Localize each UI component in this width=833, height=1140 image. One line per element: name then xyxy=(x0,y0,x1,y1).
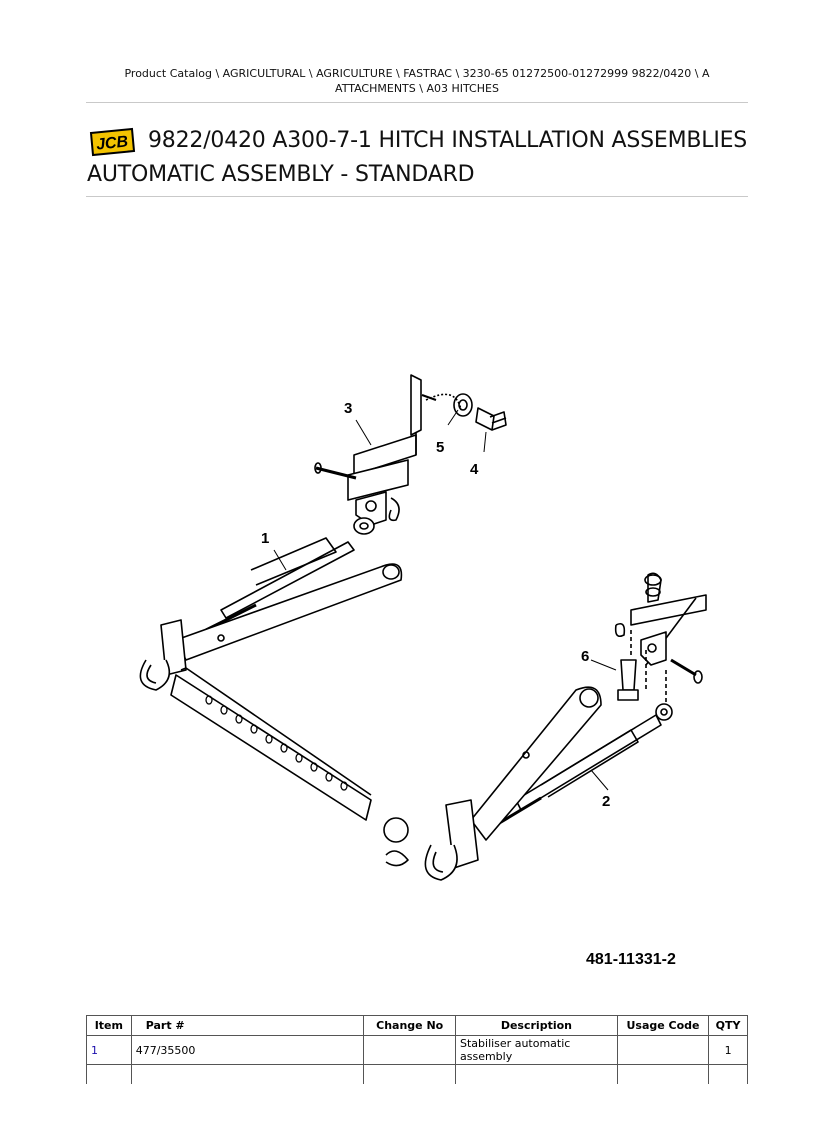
bolt-part-6 xyxy=(617,659,639,701)
parts-diagram: 1 2 3 4 5 6 xyxy=(86,220,748,1000)
right-bracket-part xyxy=(614,572,707,705)
col-part: Part # xyxy=(130,1015,365,1036)
table-row: 1 477/35500 Stabiliser automatic assembl… xyxy=(86,1035,748,1065)
svg-text:JCB: JCB xyxy=(95,133,129,153)
row-usage xyxy=(616,1035,710,1065)
page-subtitle: AUTOMATIC ASSEMBLY - STANDARD xyxy=(87,162,475,187)
table-row-empty xyxy=(86,1064,748,1084)
callout-3: 3 xyxy=(344,400,352,417)
callout-2: 2 xyxy=(602,793,610,810)
page-title: 9822/0420 A300-7-1 HITCH INSTALLATION AS… xyxy=(148,128,748,153)
callout-6: 6 xyxy=(581,648,589,665)
empty-cell xyxy=(708,1064,748,1084)
callout-1: 1 xyxy=(261,530,269,547)
breadcrumb-line-2: ATTACHMENTS \ A03 HITCHES xyxy=(335,82,499,95)
callout-5: 5 xyxy=(436,439,444,456)
diagram-reference: 481-11331-2 xyxy=(586,951,676,968)
header-divider xyxy=(86,102,748,103)
empty-cell xyxy=(86,1064,132,1084)
row-item-link[interactable]: 1 xyxy=(86,1035,132,1065)
col-description: Description xyxy=(455,1015,618,1036)
row-part: 477/35500 xyxy=(130,1035,365,1065)
col-usage: Usage Code xyxy=(616,1015,710,1036)
left-drawbar-part xyxy=(170,667,409,867)
right-stabiliser-part xyxy=(495,703,673,827)
table-header-row: Item Part # Change No Description Usage … xyxy=(86,1015,748,1036)
left-lower-link-part xyxy=(139,563,403,691)
bolt-part-4 xyxy=(475,407,507,431)
col-item: Item xyxy=(86,1015,132,1036)
washer-part xyxy=(453,393,473,417)
empty-cell xyxy=(455,1064,618,1084)
col-qty: QTY xyxy=(708,1015,748,1036)
right-lower-link-part xyxy=(424,686,602,881)
empty-cell xyxy=(363,1064,456,1084)
empty-cell xyxy=(130,1064,365,1084)
top-bracket-part xyxy=(314,374,462,526)
callout-4: 4 xyxy=(470,461,479,478)
jcb-logo: JCB xyxy=(88,127,136,161)
parts-table: Item Part # Change No Description Usage … xyxy=(86,1015,748,1084)
breadcrumb: Product Catalog \ AGRICULTURAL \ AGRICUL… xyxy=(86,66,748,96)
title-divider xyxy=(86,196,748,197)
breadcrumb-line-1: Product Catalog \ AGRICULTURAL \ AGRICUL… xyxy=(124,67,710,80)
col-change: Change No xyxy=(363,1015,456,1036)
empty-cell xyxy=(616,1064,710,1084)
left-stabiliser-part xyxy=(205,517,375,632)
row-description: Stabiliser automatic assembly xyxy=(455,1035,618,1065)
row-change xyxy=(363,1035,456,1065)
row-qty: 1 xyxy=(708,1035,748,1065)
